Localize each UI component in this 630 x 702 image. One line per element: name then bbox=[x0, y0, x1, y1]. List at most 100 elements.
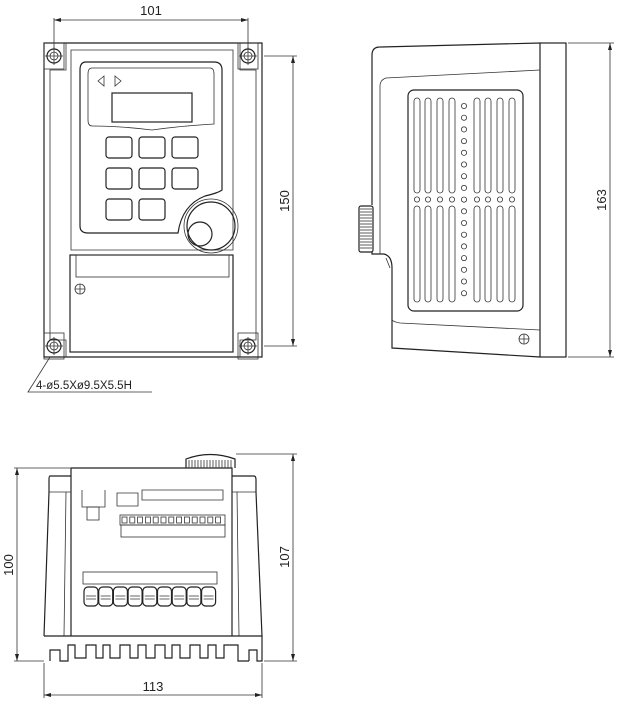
knob-knurl bbox=[360, 208, 372, 249]
control-terminal bbox=[137, 516, 144, 524]
vent-slot bbox=[413, 97, 421, 194]
terminal-cover bbox=[69, 254, 234, 353]
terminal-screw-icon bbox=[203, 595, 214, 600]
mounting-holes bbox=[43, 42, 259, 360]
keypad-button bbox=[105, 198, 133, 221]
vent-hole bbox=[460, 278, 467, 285]
keypad-button bbox=[105, 136, 133, 159]
knob-indicator bbox=[187, 221, 213, 247]
front-side-rails bbox=[49, 43, 257, 357]
power-terminal bbox=[112, 586, 129, 607]
side-knob-icon bbox=[358, 205, 374, 253]
power-terminal-label bbox=[82, 571, 218, 585]
terminal-screw-icon bbox=[159, 595, 170, 600]
vent-slot bbox=[448, 205, 456, 303]
front-upper-housing bbox=[70, 49, 234, 251]
front-body-outline bbox=[43, 42, 263, 358]
leader-line bbox=[27, 356, 152, 393]
knob-recess bbox=[183, 198, 239, 254]
vent-hole bbox=[460, 126, 467, 133]
mounting-hole-note: 4-ø5.5Xø9.5X5.5H bbox=[36, 380, 132, 392]
vent-hole bbox=[460, 231, 467, 238]
terminal-screw-icon bbox=[115, 595, 126, 600]
screw-icon bbox=[74, 283, 86, 295]
power-terminal bbox=[83, 586, 99, 607]
knob-icon bbox=[186, 201, 236, 251]
vent-hole bbox=[436, 196, 443, 203]
control-terminal-block bbox=[119, 514, 226, 526]
lcd-display bbox=[111, 92, 193, 123]
dim-front-height: 150 bbox=[277, 190, 292, 212]
control-terminal bbox=[121, 516, 128, 524]
dim-bottom-total-height: 107 bbox=[277, 546, 292, 568]
power-terminals bbox=[83, 586, 217, 607]
keypad-panel bbox=[79, 61, 223, 234]
keypad-buttons bbox=[105, 136, 199, 221]
side-body-outline bbox=[371, 42, 541, 358]
side-heatsink bbox=[539, 42, 567, 358]
screw-icon bbox=[518, 333, 530, 345]
vent-hole bbox=[460, 138, 467, 145]
port-tab bbox=[86, 506, 100, 521]
terminal-screw-icon bbox=[188, 595, 199, 600]
base-plate bbox=[44, 635, 263, 662]
control-terminal bbox=[176, 516, 183, 524]
vent-hole bbox=[413, 196, 420, 203]
arrow-right-icon bbox=[114, 75, 122, 87]
center-mark bbox=[239, 337, 257, 355]
dim-line-bottom-width bbox=[43, 663, 263, 698]
terminal-screw-icon bbox=[86, 595, 96, 600]
vent-hole bbox=[496, 196, 503, 203]
vent-slot bbox=[424, 205, 432, 303]
bottom-knob-icon bbox=[185, 453, 236, 468]
power-terminal bbox=[156, 586, 173, 607]
control-terminal bbox=[152, 516, 159, 524]
bottom-shoulders bbox=[43, 475, 263, 637]
vent-hole bbox=[448, 196, 455, 203]
vent-slot bbox=[448, 97, 456, 194]
dim-line-front-width bbox=[53, 18, 249, 50]
control-terminal bbox=[160, 516, 167, 524]
bottom-body bbox=[70, 467, 233, 636]
vent-hole bbox=[460, 103, 467, 110]
vent-hole bbox=[508, 196, 515, 203]
keypad-button bbox=[138, 167, 166, 190]
vent-hole bbox=[460, 114, 467, 121]
vent-hole bbox=[473, 196, 480, 203]
control-terminal bbox=[183, 516, 190, 524]
cover-strip bbox=[75, 254, 230, 278]
power-terminal bbox=[127, 586, 143, 607]
vent-hole bbox=[460, 196, 467, 203]
vent-hole bbox=[460, 266, 467, 273]
terminal-screw-icon bbox=[130, 595, 141, 600]
dim-line-front-height bbox=[264, 55, 297, 347]
vent-slot bbox=[424, 97, 432, 194]
terminal-screw-icon bbox=[174, 595, 185, 600]
dim-line-side-height bbox=[568, 42, 614, 358]
vent-hole bbox=[460, 173, 467, 180]
keypad-button bbox=[171, 136, 199, 159]
side-step bbox=[385, 257, 391, 269]
vent-hole bbox=[460, 161, 467, 168]
control-terminal-strip bbox=[120, 524, 226, 538]
keypad-button bbox=[171, 167, 199, 190]
vent-slots bbox=[413, 97, 516, 303]
bottom-side-lines bbox=[49, 491, 256, 637]
dim-side-height: 163 bbox=[594, 189, 609, 211]
vent-hole bbox=[460, 149, 467, 156]
power-terminal bbox=[201, 586, 217, 607]
vent-slot bbox=[496, 205, 504, 303]
vent-slot bbox=[436, 97, 444, 194]
connector-ports bbox=[81, 489, 224, 508]
dim-bottom-width: 113 bbox=[143, 679, 164, 694]
dim-bottom-height: 100 bbox=[1, 554, 16, 576]
vent-hole bbox=[460, 219, 467, 226]
control-terminal bbox=[144, 516, 151, 524]
side-inner-edge bbox=[379, 69, 541, 331]
vent-slot bbox=[508, 97, 516, 194]
terminal-screw-icon bbox=[100, 595, 111, 600]
vent-hole bbox=[460, 208, 467, 215]
control-terminal bbox=[129, 516, 136, 524]
vent-hole bbox=[460, 255, 467, 262]
vent-slot bbox=[436, 205, 444, 303]
